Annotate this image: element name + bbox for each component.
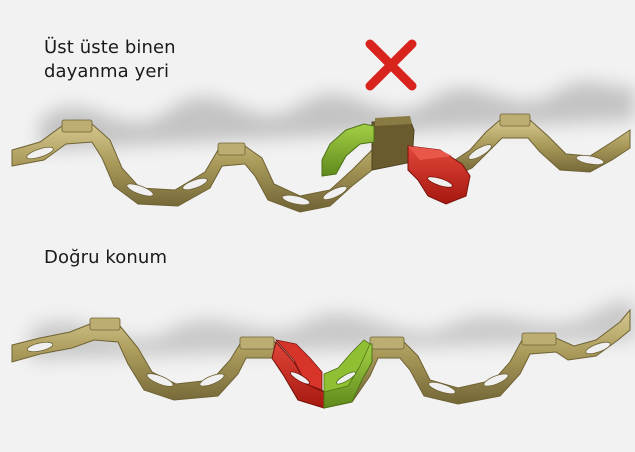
incorrect-position-label: Üst üste binen dayanma yeri: [44, 36, 244, 84]
correct-position-label: Doğru konum: [44, 246, 167, 270]
x-mark-icon: [370, 44, 412, 86]
